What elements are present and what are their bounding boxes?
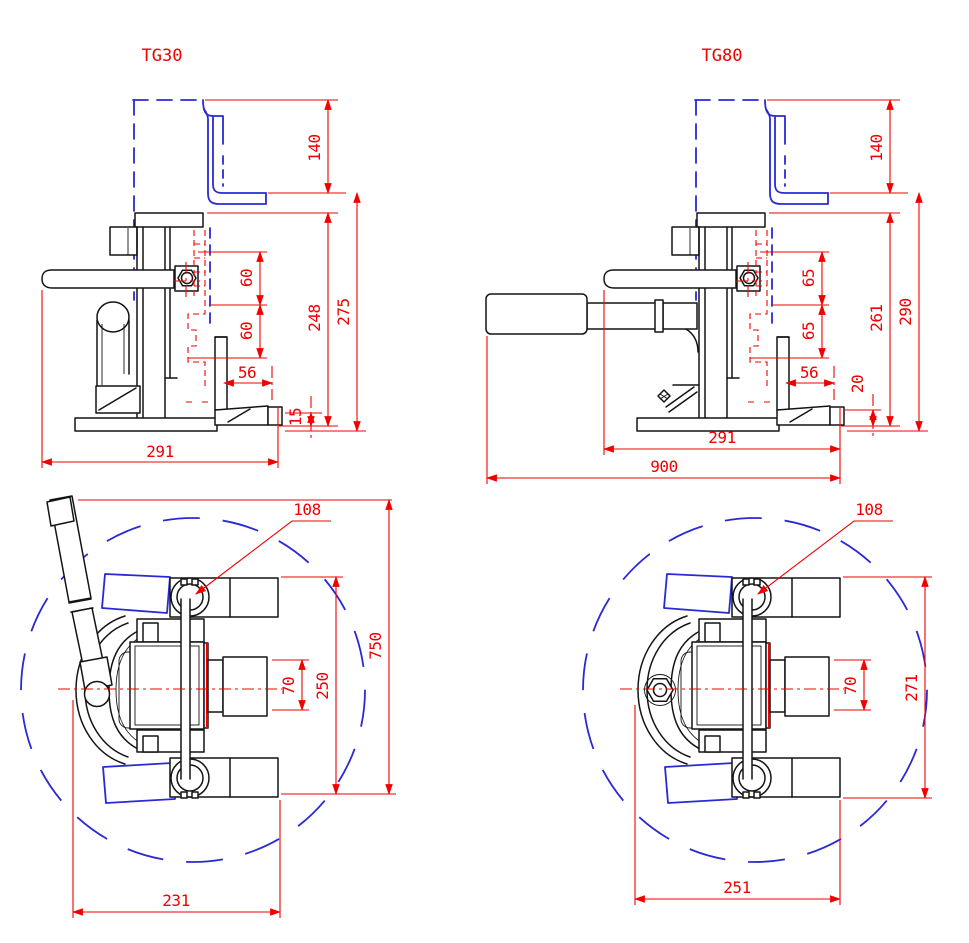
view-title-tg30: TG30 (142, 46, 183, 66)
tg30-side-view: 140 60 60 248 275 56 15 291 (40, 98, 366, 468)
dim-label-tg80-eye-pin: 108 (855, 500, 882, 519)
tg80-jack-linework (485, 212, 845, 432)
tg80-plan-linework (637, 577, 841, 799)
tg80-side-view: 140 65 65 261 290 56 20 291 900 (485, 98, 928, 484)
dim-label-tg30-eye-pin: 108 (293, 500, 320, 519)
dim-label-tg80-ram-width: 70 (841, 677, 860, 695)
dim-label-tg30-lift: 140 (305, 134, 324, 161)
tg30-plan-linework (46, 495, 279, 799)
dim-label-tg80-rack-lower: 65 (799, 322, 818, 340)
dim-label-tg80-frame-width: 271 (902, 674, 921, 701)
dim-label-tg80-base-width: 251 (723, 878, 750, 897)
tg80-side-dimensions: 140 65 65 261 290 56 20 291 900 (485, 98, 928, 484)
tg30-hidden-rack (174, 230, 208, 403)
dim-label-tg30-toe-lip: 15 (286, 408, 305, 426)
tg80-hidden-rack (736, 230, 770, 403)
dim-label-tg80-toe-lip: 20 (848, 375, 867, 393)
dim-label-tg30-rack-upper: 60 (237, 269, 256, 287)
dim-label-tg30-ram-width: 70 (279, 677, 298, 695)
dim-label-tg80-overall-height: 290 (896, 298, 915, 325)
tg30-plan-dimensions: 108 70 250 750 231 (58, 498, 396, 918)
dim-label-tg80-base-length: 291 (708, 428, 735, 447)
dim-label-tg30-rack-lower: 60 (237, 322, 256, 340)
dim-label-tg30-body-height: 248 (305, 304, 324, 331)
dim-label-tg80-handle-reach: 900 (650, 457, 677, 476)
dim-label-tg30-base-width: 231 (162, 891, 189, 910)
dim-label-tg30-frame-width: 250 (313, 672, 332, 699)
dim-label-tg80-lift: 140 (867, 134, 886, 161)
tg30-plan-view: 108 70 250 750 231 (20, 495, 396, 918)
tg30-raised-claw-phantom (132, 99, 267, 331)
dim-label-tg30-overall-height: 275 (334, 298, 353, 325)
tg80-raised-claw-phantom (694, 99, 829, 331)
dim-label-tg80-body-height: 261 (867, 304, 886, 331)
tg80-plan-view: 108 70 271 251 (582, 500, 932, 905)
tg80-plan-dimensions: 108 70 271 251 (620, 500, 932, 905)
dim-label-tg30-swing-width: 750 (366, 632, 385, 659)
dim-label-tg80-toe-depth: 56 (800, 363, 818, 382)
tg30-plan-phantom (20, 517, 366, 863)
dim-label-tg30-toe-depth: 56 (238, 363, 256, 382)
dim-label-tg30-base-length: 291 (146, 442, 173, 461)
dim-label-tg80-rack-upper: 65 (799, 269, 818, 287)
view-title-tg80: TG80 (702, 46, 743, 66)
tg30-side-dimensions: 140 60 60 248 275 56 15 291 (40, 98, 366, 468)
